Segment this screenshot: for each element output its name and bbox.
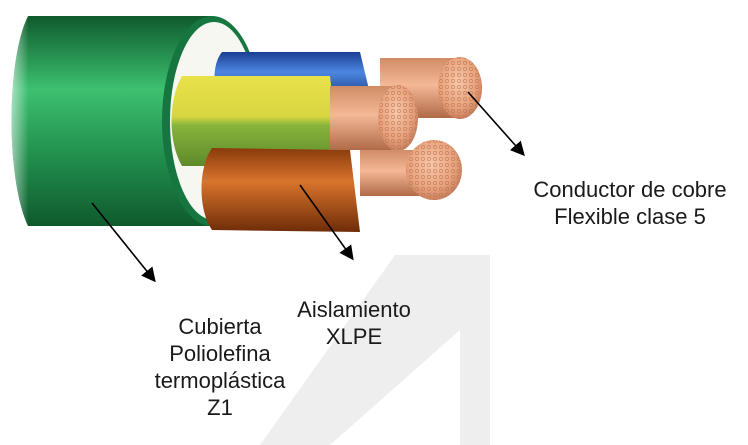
watermark-logo bbox=[260, 255, 490, 445]
label-cubierta-line-3: termoplástica bbox=[154, 368, 286, 393]
label-aislamiento-line-1: Aislamiento bbox=[297, 297, 411, 322]
brown-insulated-core bbox=[201, 148, 360, 232]
label-aislamiento-line-2: XLPE bbox=[325, 324, 383, 349]
label-conductor-line-1: Conductor de cobre bbox=[533, 177, 727, 202]
label-aislamiento: Aislamiento XLPE bbox=[284, 296, 424, 350]
copper-conductor-bottom bbox=[360, 140, 462, 200]
yellow-green-insulated-core bbox=[171, 76, 340, 166]
arrow-aislamiento bbox=[299, 184, 354, 261]
label-cubierta-line-4: Z1 bbox=[207, 395, 233, 420]
arrow-conductor bbox=[467, 91, 525, 157]
label-conductor: Conductor de cobre Flexible clase 5 bbox=[512, 176, 748, 230]
label-cubierta-line-1: Cubierta bbox=[178, 314, 262, 339]
label-conductor-line-2: Flexible clase 5 bbox=[554, 204, 706, 229]
arrow-cubierta bbox=[91, 202, 156, 283]
label-cubierta-line-2: Poliolefina bbox=[169, 341, 271, 366]
copper-conductor-middle bbox=[330, 85, 418, 151]
label-cubierta: Cubierta Poliolefina termoplástica Z1 bbox=[146, 313, 294, 421]
